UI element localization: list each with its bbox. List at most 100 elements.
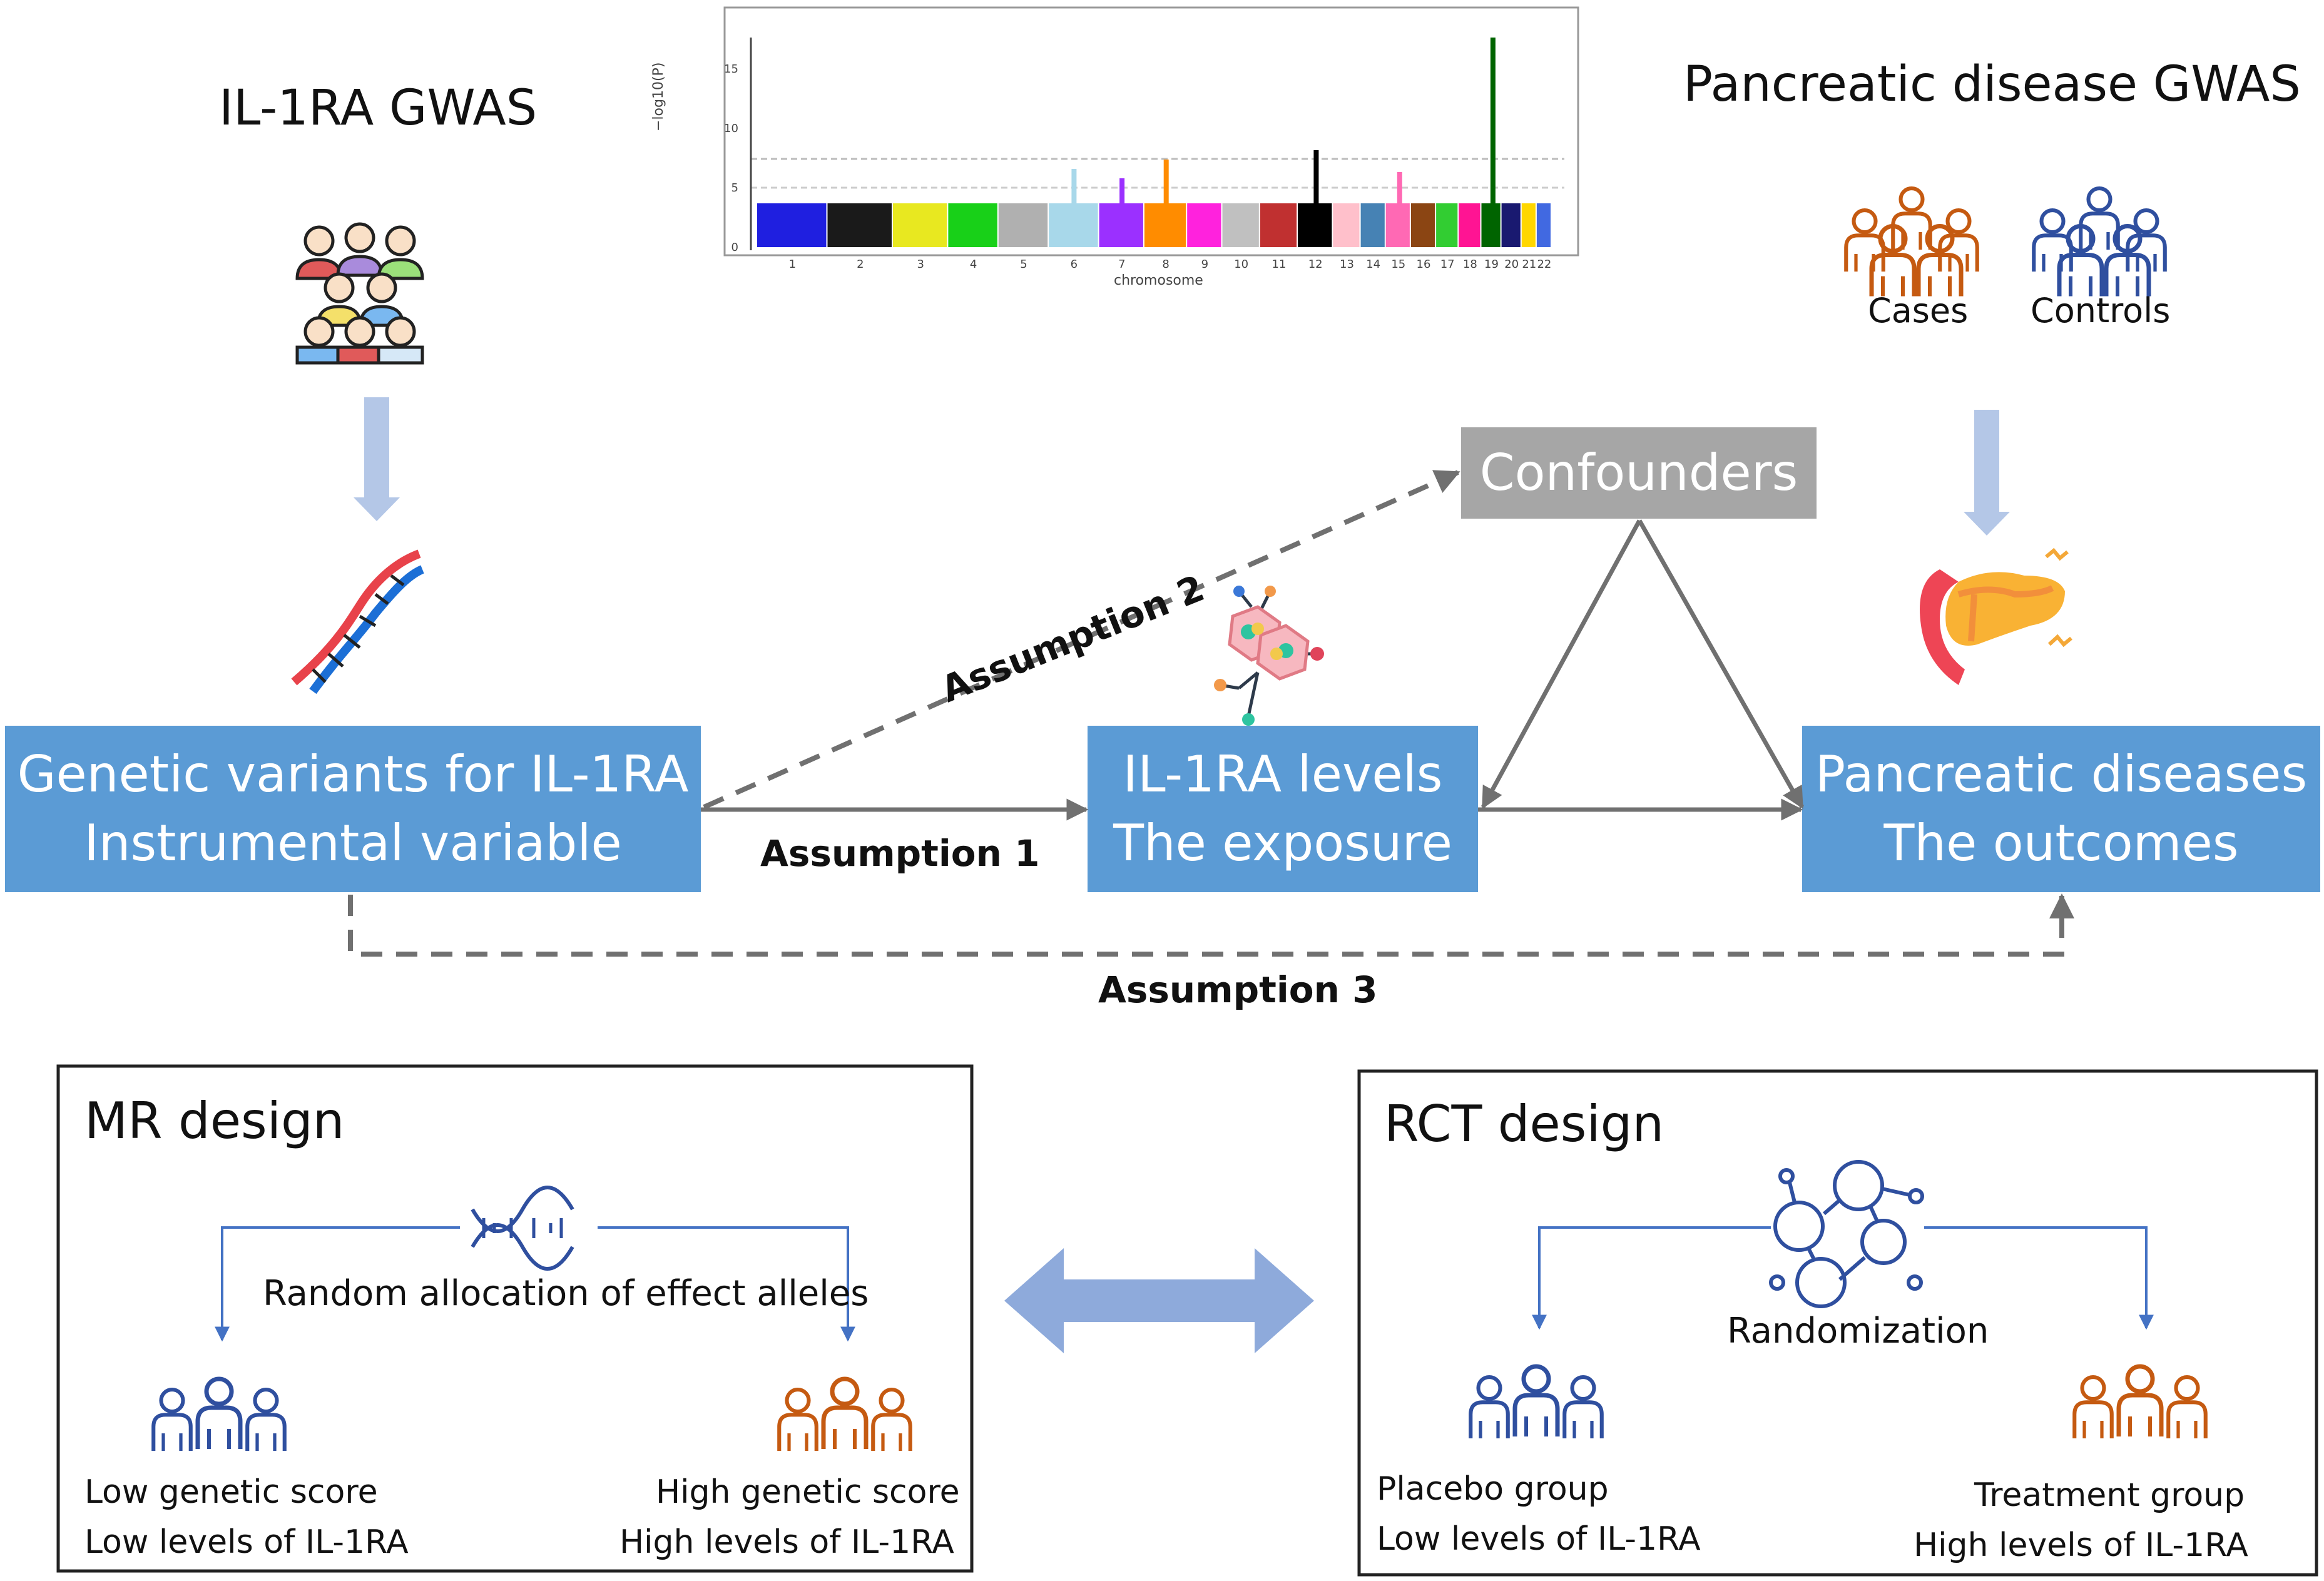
manhattan-y-tick: 10	[724, 122, 738, 135]
controls-label: Controls	[2031, 291, 2171, 330]
manhattan-chromosome-block	[1410, 203, 1435, 247]
manhattan-chromosome-block	[893, 203, 947, 247]
rct-placebo-line2: Low levels of IL-1RA	[1377, 1520, 1701, 1558]
mr-high-line2: High levels of IL-1RA	[619, 1523, 954, 1561]
instrument-node-line1: Genetic variants for IL-1RA	[17, 745, 689, 803]
mr-low-line1: Low genetic score	[84, 1473, 378, 1511]
controls-people-icon	[2034, 188, 2165, 297]
manhattan-x-tick: 1	[789, 258, 796, 271]
manhattan-x-tick: 10	[1234, 258, 1248, 271]
high-score-people-icon	[779, 1379, 910, 1451]
manhattan-chromosome-block	[827, 203, 892, 247]
cases-people-icon	[1846, 188, 1977, 297]
manhattan-chromosome-block	[1298, 203, 1332, 247]
manhattan-x-tick: 18	[1463, 258, 1477, 271]
manhattan-chromosome-block	[1385, 203, 1410, 247]
manhattan-chromosome-block	[1333, 203, 1360, 247]
gwas-down-arrow-left	[354, 397, 400, 521]
manhattan-chromosome-block	[1222, 203, 1259, 247]
manhattan-x-tick: 6	[1071, 258, 1078, 271]
causal-diagram	[5, 427, 2320, 957]
manhattan-y-axis-label: −log10(P)	[651, 62, 666, 131]
instrument-node-line2: Instrumental variable	[84, 814, 622, 872]
il1ra-gwas-title: IL-1RA GWAS	[219, 80, 538, 136]
manhattan-x-tick: 11	[1272, 258, 1286, 271]
manhattan-x-tick: 22	[1537, 258, 1551, 271]
manhattan-peak	[1313, 150, 1319, 203]
instrument-node-box	[5, 726, 701, 892]
exposure-node-box	[1088, 726, 1478, 892]
outcome-node-line1: Pancreatic diseases	[1815, 745, 2308, 803]
confounders-node-box	[1461, 427, 1817, 519]
manhattan-x-tick: 20	[1504, 258, 1519, 271]
manhattan-x-tick: 15	[1391, 258, 1405, 271]
assumption-1-label: Assumption 1	[760, 832, 1040, 875]
rct-treatment-line1: Treatment group	[1974, 1477, 2245, 1514]
manhattan-x-tick: 21	[1522, 258, 1536, 271]
pancreas-icon	[1920, 547, 2072, 685]
molecule-icon	[1214, 586, 1324, 726]
dna-icon	[291, 549, 424, 694]
manhattan-chromosome-block	[1459, 203, 1481, 247]
manhattan-chromosome-block	[948, 203, 997, 247]
manhattan-x-tick: 13	[1340, 258, 1354, 271]
outcome-node-line2: The outcomes	[1883, 814, 2239, 872]
mr-high-line1: High genetic score	[656, 1473, 960, 1511]
manhattan-chromosome-block	[998, 203, 1048, 247]
manhattan-x-tick: 7	[1118, 258, 1125, 271]
manhattan-x-tick: 3	[917, 258, 924, 271]
manhattan-peak	[1163, 160, 1169, 203]
manhattan-peak	[1119, 178, 1125, 203]
manhattan-x-tick: 2	[857, 258, 864, 271]
manhattan-peak	[1490, 38, 1496, 203]
mr-design-title: MR design	[84, 1092, 345, 1150]
manhattan-y-tick: 0	[731, 241, 738, 254]
manhattan-chromosome-block	[1501, 203, 1521, 247]
manhattan-x-tick: 4	[970, 258, 977, 271]
rct-design-title: RCT design	[1384, 1095, 1664, 1153]
manhattan-x-tick: 12	[1308, 258, 1323, 271]
manhattan-x-tick: 19	[1484, 258, 1499, 271]
placebo-people-icon	[1470, 1366, 1602, 1438]
manhattan-chromosome-block	[1536, 203, 1551, 247]
rct-placebo-line1: Placebo group	[1377, 1470, 1609, 1508]
manhattan-chromosome-block	[757, 203, 827, 247]
manhattan-chromosome-block	[1360, 203, 1385, 247]
manhattan-x-axis-label: chromosome	[1114, 273, 1203, 288]
manhattan-chromosome-block	[1187, 203, 1221, 247]
manhattan-y-tick: 5	[731, 181, 738, 195]
cases-label: Cases	[1868, 291, 1969, 330]
pancreatic-gwas-title: Pancreatic disease GWAS	[1683, 56, 2301, 113]
manhattan-x-tick: 5	[1020, 258, 1027, 271]
manhattan-chromosome-block	[1521, 203, 1536, 247]
dna-line-icon	[471, 1186, 574, 1271]
manhattan-x-tick: 9	[1201, 258, 1208, 271]
manhattan-columns	[757, 38, 1551, 247]
manhattan-chromosome-block	[1481, 203, 1501, 247]
manhattan-peak	[1071, 169, 1077, 203]
rct-randomization-label: Randomization	[1727, 1311, 1989, 1351]
outcome-node-box	[1802, 726, 2320, 892]
low-score-people-icon	[153, 1379, 285, 1451]
manhattan-x-tick: 17	[1440, 258, 1455, 271]
manhattan-chromosome-block	[1144, 203, 1186, 247]
exposure-node-line2: The exposure	[1113, 814, 1452, 872]
treatment-people-icon	[2074, 1366, 2206, 1438]
exposure-node-line1: IL-1RA levels	[1123, 745, 1443, 803]
mr-allocation-label: Random allocation of effect alleles	[263, 1273, 869, 1314]
manhattan-chromosome-block	[1436, 203, 1458, 247]
manhattan-chromosome-block	[1099, 203, 1143, 247]
manhattan-x-tick: 8	[1162, 258, 1169, 271]
manhattan-chromosome-block	[1049, 203, 1098, 247]
assumption-3-label: Assumption 3	[1098, 968, 1378, 1011]
mr-low-line2: Low levels of IL-1RA	[84, 1523, 409, 1561]
comparison-double-arrow	[1004, 1248, 1314, 1353]
manhattan-peak	[1397, 172, 1402, 203]
network-icon	[1769, 1160, 1924, 1308]
confounders-label: Confounders	[1479, 444, 1798, 502]
